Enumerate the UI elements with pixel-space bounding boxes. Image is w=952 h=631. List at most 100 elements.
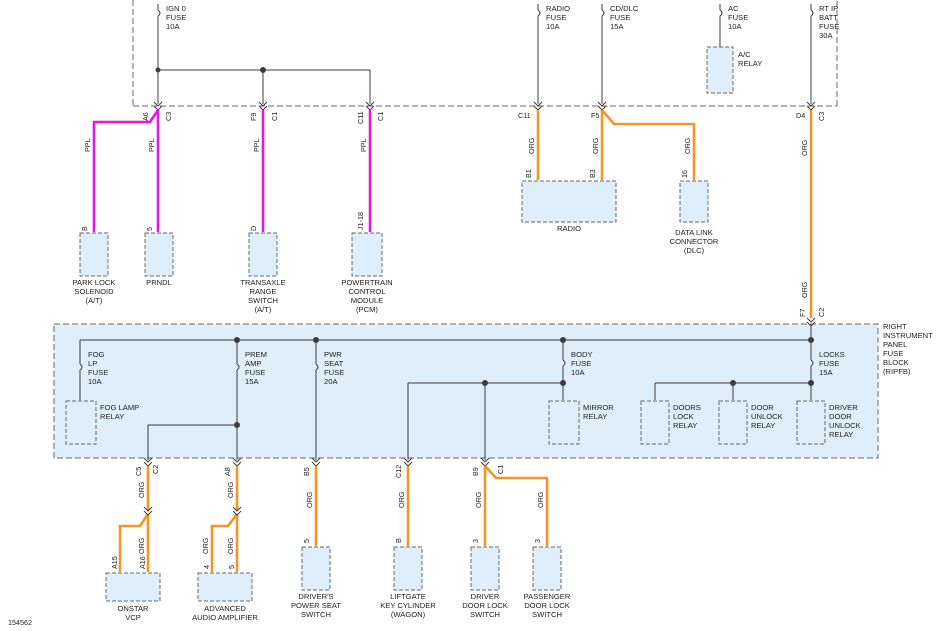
- comp-liftgate: B LIFTGATE KEY CYLINDER (WAGON): [380, 538, 436, 619]
- ripfb-l4: FUSE: [883, 349, 903, 358]
- wire-org-5: ORG: [800, 281, 809, 298]
- ripfb-l5: BLOCK: [883, 358, 909, 367]
- comp-seat-l2: POWER SEAT: [291, 601, 341, 610]
- relay-foglamp-l1: FOG LAMP: [100, 403, 139, 412]
- fuse-body-l1: BODY: [571, 350, 593, 359]
- bwire-4: ORG: [201, 537, 210, 554]
- relay-doorslock: DOORS LOCK RELAY: [640, 400, 701, 445]
- fuse-radio-label-2: FUSE: [546, 13, 566, 22]
- pin-b9: B9: [471, 467, 480, 476]
- top-wire-labels: PPL PPL PPL PPL ORG ORG ORG ORG ORG: [83, 137, 809, 298]
- relay-mirror-l2: RELAY: [583, 412, 607, 421]
- fuse-prem-l2: AMP: [245, 359, 261, 368]
- ripfb-l1: RIGHT: [883, 322, 907, 331]
- comp-dlc-l2: CONNECTOR: [670, 237, 719, 246]
- top-wires-ppl: [92, 109, 372, 232]
- comp-liftgate-l2: KEY CYLINDER: [380, 601, 436, 610]
- wire-org-1: ORG: [527, 137, 536, 154]
- radio-pin-b1: B1: [524, 169, 533, 178]
- top-connector-labels: A6 C3 F9 C1 C11 C1 C11 F5 D4 C3: [141, 111, 826, 124]
- fuse-cddlc-label-2: FUSE: [610, 13, 630, 22]
- comp-prndl-pin: 5: [145, 227, 154, 231]
- relay-driverunlock-l1: DRIVER: [829, 403, 858, 412]
- driverlock-pin-3: 3: [471, 539, 480, 543]
- comp-transaxle-l1: TRANSAXLE: [240, 278, 285, 287]
- onstar-pin-a16: A16: [138, 556, 147, 569]
- fuse-pwrseat-l3: FUSE: [324, 368, 344, 377]
- comp-prndl: 5 PRNDL: [144, 227, 174, 287]
- fuse-fog-l3: FUSE: [88, 368, 108, 377]
- comp-passlock-l3: SWITCH: [532, 610, 562, 619]
- relay-driverunlock-l3: UNLOCK: [829, 421, 861, 430]
- pin-f7: F7: [798, 309, 807, 317]
- seat-pin-5: 5: [302, 539, 311, 543]
- comp-pcm-l3: MODULE: [351, 296, 384, 305]
- relay-foglamp: FOG LAMP RELAY: [65, 400, 139, 445]
- conn-a6-c3: C3: [164, 112, 173, 121]
- wire-org-3: ORG: [683, 137, 692, 154]
- relay-mirror: MIRROR RELAY: [548, 400, 614, 445]
- wire-org-4: ORG: [800, 139, 809, 156]
- amp-pin-4: 4: [202, 565, 211, 569]
- comp-dlc-pin: 16: [680, 170, 689, 178]
- fuse-body-l2: FUSE: [571, 359, 591, 368]
- fuse-body: BODY FUSE 10A: [407, 340, 593, 460]
- fuse-cddlc: CD/DLC FUSE 15A: [601, 4, 639, 104]
- wire-ppl-1: PPL: [83, 138, 92, 152]
- pin-b5: B5: [302, 467, 311, 476]
- comp-pcm: J1-18 POWERTRAIN CONTROL MODULE (PCM): [341, 212, 392, 314]
- comp-park-lock-l3: (A/T): [86, 296, 103, 305]
- comp-transaxle-l4: (A/T): [255, 305, 272, 314]
- comp-pcm-l2: CONTROL: [348, 287, 385, 296]
- comp-liftgate-l3: (WAGON): [391, 610, 426, 619]
- fuse-rtip-label-3: FUSE: [819, 22, 839, 31]
- fuse-radio-label-1: RADIO: [546, 4, 570, 13]
- pin-a6: A6: [141, 112, 150, 121]
- fuse-pwrseat: PWR SEAT FUSE 20A: [315, 340, 344, 460]
- ripfb-l6: (RIPFB): [883, 367, 911, 376]
- comp-onstar: A15 A16 ONSTAR VCP: [105, 556, 161, 622]
- comp-pcm-l4: (PCM): [356, 305, 378, 314]
- comp-passlock-l1: PASSENGER: [524, 592, 571, 601]
- wire-ppl-3: PPL: [252, 138, 261, 152]
- ripfb-l2: INSTRUMENT: [883, 331, 933, 340]
- liftgate-pin-b: B: [394, 538, 403, 543]
- fuse-ac-label-3: 10A: [728, 22, 742, 31]
- conn-f9-c1: C1: [270, 112, 279, 121]
- ripfb-l3: PANEL: [883, 340, 907, 349]
- fuse-prem: PREM AMP FUSE 15A: [147, 340, 267, 460]
- pin-a8: A8: [223, 467, 232, 476]
- fuse-radio: RADIO FUSE 10A: [537, 4, 570, 104]
- fuse-locks-l1: LOCKS: [819, 350, 845, 359]
- comp-pcm-l1: POWERTRAIN: [341, 278, 392, 287]
- comp-amp-l2: AUDIO AMPLIFIER: [192, 613, 258, 622]
- fuse-ign0-label-2: FUSE: [166, 13, 186, 22]
- comp-passlock: 3 PASSENGER DOOR LOCK SWITCH: [524, 539, 571, 619]
- relay-doorunlock-l2: UNLOCK: [751, 412, 783, 421]
- comp-transaxle-l3: SWITCH: [248, 296, 278, 305]
- bwire-6: ORG: [305, 491, 314, 508]
- comp-dlc: 16 DATA LINK CONNECTOR (DLC): [670, 170, 719, 255]
- comp-onstar-l1: ONSTAR: [117, 604, 149, 613]
- pin-f9: F9: [249, 113, 258, 121]
- pin-d4: D4: [796, 111, 805, 120]
- passlock-pin-3: 3: [533, 539, 542, 543]
- comp-prndl-l1: PRNDL: [146, 278, 172, 287]
- ign0-bus: [158, 67, 371, 104]
- fuse-rtip-label-4: 30A: [819, 31, 833, 40]
- comp-dlc-l1: DATA LINK: [675, 228, 713, 237]
- comp-park-lock: B PARK LOCK SOLENOID (A/T): [73, 226, 116, 305]
- fuse-cddlc-label-3: 15A: [610, 22, 624, 31]
- onstar-pin-a15: A15: [110, 556, 119, 569]
- ac-relay: A/C RELAY: [706, 46, 762, 94]
- conn-d4-c3: C3: [817, 112, 826, 121]
- fuse-pwrseat-l2: SEAT: [324, 359, 344, 368]
- pin-c11-radio: C11: [518, 111, 531, 120]
- comp-liftgate-l1: LIFTGATE: [390, 592, 426, 601]
- fuse-locks: LOCKS FUSE 15A: [654, 340, 845, 400]
- comp-radio: B1 B3 RADIO: [521, 169, 617, 233]
- relay-doorunlock: DOOR UNLOCK RELAY: [718, 400, 783, 445]
- amp-pin-5: 5: [227, 565, 236, 569]
- conn-b9-c1: C1: [496, 465, 505, 474]
- comp-transaxle: D TRANSAXLE RANGE SWITCH (A/T): [240, 226, 285, 314]
